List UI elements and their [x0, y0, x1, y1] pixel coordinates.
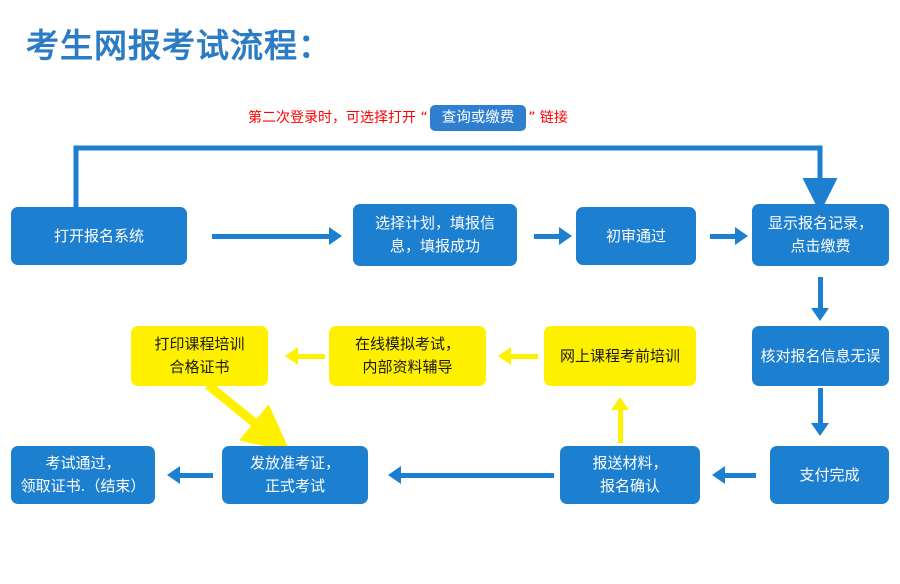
node-verify-info-correct[interactable]: 核对报名信息无误 — [752, 326, 889, 386]
arrow-shaft — [212, 233, 329, 239]
arrow-head — [167, 466, 180, 484]
arrow-shaft — [534, 233, 560, 239]
node-submit-materials-confirm[interactable]: 报送材料， 报名确认 — [560, 446, 700, 504]
arrow-head — [329, 227, 342, 245]
arrow-show-record-to-verify — [806, 277, 834, 321]
node-show-record-click-pay[interactable]: 显示报名记录， 点击缴费 — [752, 204, 889, 266]
node-select-plan-fill-info[interactable]: 选择计划，填报信 息，填报成功 — [353, 204, 517, 266]
annotation-text-before: 第二次登录时，可选择打开 “ — [248, 110, 428, 126]
node-open-registration-system[interactable]: 打开报名系统 — [11, 207, 187, 265]
arrow-submit-to-ticket — [388, 461, 554, 489]
arrow-verify-to-payment — [806, 388, 834, 436]
page-title: 考生网报考试流程： — [26, 26, 332, 65]
node-first-review-passed[interactable]: 初审通过 — [576, 207, 696, 265]
feedback-loop-open-to-show-record — [73, 145, 838, 213]
arrow-review-to-show-record — [710, 222, 748, 250]
arrow-ticket-to-passed — [167, 461, 213, 489]
node-online-pre-exam-training[interactable]: 网上课程考前培训 — [544, 326, 696, 386]
arrow-shaft — [400, 472, 554, 478]
arrow-shaft — [817, 388, 823, 424]
arrow-head — [498, 347, 511, 365]
arrow-training-to-mock — [498, 342, 538, 370]
arrow-payment-to-submit — [712, 461, 756, 489]
arrow-head — [811, 423, 829, 436]
arrow-shaft — [710, 233, 736, 239]
print-cert-to-ticket-arrow — [205, 381, 291, 452]
arrow-shaft — [617, 409, 623, 443]
arrow-shaft — [510, 353, 538, 359]
arrow-head — [388, 466, 401, 484]
arrow-head — [559, 227, 572, 245]
arrow-head — [285, 347, 298, 365]
node-issue-admission-ticket[interactable]: 发放准考证， 正式考试 — [222, 446, 368, 504]
node-print-training-certificate[interactable]: 打印课程培训 合格证书 — [131, 326, 268, 386]
arrow-shaft — [297, 353, 325, 359]
node-online-mock-exam[interactable]: 在线模拟考试， 内部资料辅导 — [329, 326, 486, 386]
node-payment-complete[interactable]: 支付完成 — [770, 446, 889, 504]
arrow-submit-to-training — [606, 397, 634, 443]
node-exam-passed-get-cert[interactable]: 考试通过， 领取证书.（结束） — [11, 446, 155, 504]
arrow-select-to-review — [534, 222, 572, 250]
arrow-head — [735, 227, 748, 245]
arrow-head — [611, 397, 629, 410]
arrow-head — [712, 466, 725, 484]
arrow-shaft — [817, 277, 823, 309]
arrow-open-to-select — [212, 222, 342, 250]
arrow-shaft — [724, 472, 756, 478]
arrow-shaft — [179, 472, 213, 478]
arrow-head — [811, 308, 829, 321]
query-or-pay-chip[interactable]: 查询或缴费 — [429, 105, 527, 131]
annotation-second-login: 第二次登录时，可选择打开 “ 查询或缴费 ” 链接 — [248, 104, 568, 132]
arrow-mock-to-print-cert — [285, 342, 325, 370]
annotation-text-after: ” 链接 — [528, 110, 568, 126]
